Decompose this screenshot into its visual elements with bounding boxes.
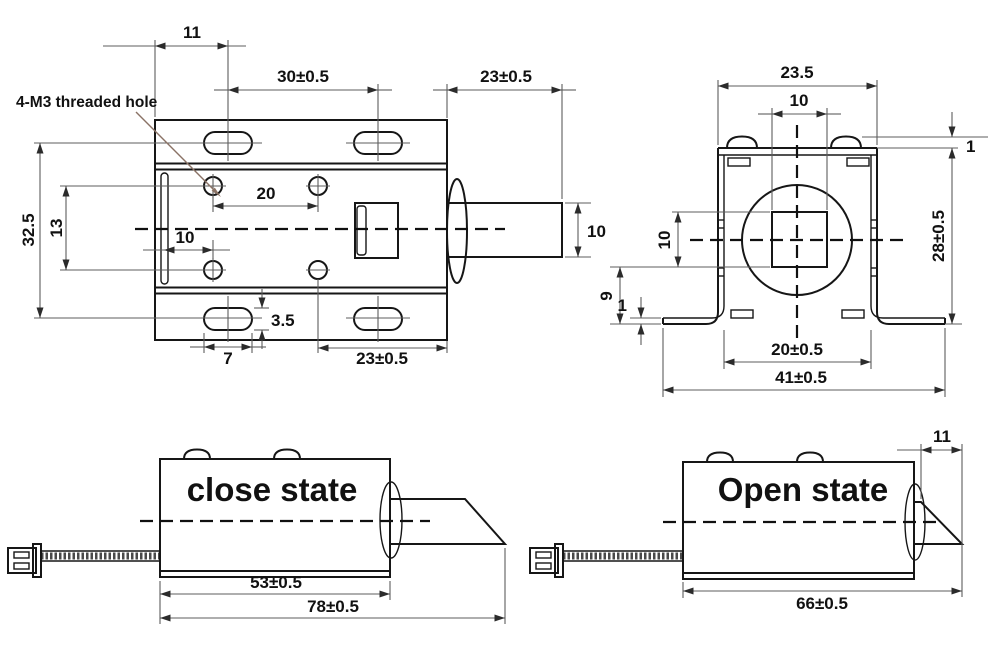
open-connector-pin-2 bbox=[535, 562, 552, 570]
plan-endcap-lens bbox=[446, 178, 468, 284]
threaded-hole-leader bbox=[135, 111, 215, 191]
end-dim-overall-width: 41±0.5 bbox=[775, 368, 827, 387]
end-dim-base-height: 9 bbox=[597, 291, 616, 300]
close-dim-overall-length: 78±0.5 bbox=[307, 597, 359, 616]
plan-latch-strip bbox=[356, 205, 367, 256]
plan-dim-plunger-height: 10 bbox=[587, 222, 606, 241]
close-dim-body-length: 53±0.5 bbox=[250, 573, 302, 592]
close-screw-right bbox=[273, 448, 301, 460]
close-plunger-extended bbox=[390, 498, 508, 545]
end-view-outline bbox=[662, 125, 946, 345]
plan-dim-slot-spacing: 30±0.5 bbox=[277, 67, 329, 86]
plan-dim-hole-spacing-h: 20 bbox=[257, 184, 276, 203]
plan-dim-hole-to-edge: 23±0.5 bbox=[356, 349, 408, 368]
open-view-outline bbox=[529, 451, 965, 580]
close-state-title: close state bbox=[187, 471, 358, 508]
open-connector-pin-1 bbox=[535, 551, 552, 559]
open-body bbox=[682, 461, 915, 580]
end-dim-plunger-width: 10 bbox=[790, 91, 809, 110]
end-tab-bottom-left bbox=[730, 309, 754, 319]
plan-dim-hole-offset-h: 10 bbox=[176, 228, 195, 247]
plan-view: 4-M3 threaded hole 11 30±0.5 23±0.5 20 1… bbox=[16, 23, 606, 368]
threaded-hole-leader-arrow bbox=[211, 187, 221, 197]
end-view-dimensions bbox=[610, 80, 988, 397]
open-dim-tip-protrusion: 11 bbox=[933, 427, 951, 446]
open-state-title: Open state bbox=[718, 471, 889, 508]
open-connector-flange bbox=[554, 543, 564, 578]
close-view-labels: close state 53±0.5 78±0.5 bbox=[187, 471, 359, 616]
end-wall-right-outer bbox=[876, 148, 945, 325]
end-tab-bottom-right bbox=[841, 309, 865, 319]
plan-view-outline bbox=[135, 119, 563, 341]
end-dim-plunger-sq-height: 10 bbox=[655, 231, 674, 250]
open-dim-overall-length: 66±0.5 bbox=[796, 594, 848, 613]
plan-view-dimensions bbox=[34, 40, 591, 353]
open-connector bbox=[529, 547, 559, 574]
plan-dim-slot-width: 3.5 bbox=[271, 311, 295, 330]
end-dim-foot-thickness: 1 bbox=[618, 296, 627, 315]
open-screw-right bbox=[796, 451, 824, 463]
close-view-outline bbox=[7, 448, 508, 578]
end-screw-head-left bbox=[726, 135, 758, 149]
close-connector-flange bbox=[32, 543, 42, 578]
end-dim-screw-height: 1 bbox=[966, 137, 975, 156]
close-state-view: close state 53±0.5 78±0.5 bbox=[7, 448, 508, 624]
close-connector-pin-1 bbox=[13, 551, 30, 559]
close-connector-pin-2 bbox=[13, 562, 30, 570]
end-view-labels: 23.5 10 1 28±0.5 10 9 1 20±0.5 41±0.5 bbox=[597, 63, 975, 387]
end-screw-head-right bbox=[830, 135, 862, 149]
end-view: 23.5 10 1 28±0.5 10 9 1 20±0.5 41±0.5 bbox=[597, 63, 988, 397]
plan-dim-body-height: 32.5 bbox=[19, 213, 38, 246]
threaded-hole-label: 4-M3 threaded hole bbox=[16, 94, 158, 111]
close-connector bbox=[7, 547, 37, 574]
plan-dim-plunger-length: 23±0.5 bbox=[480, 67, 532, 86]
end-tab-top-left bbox=[727, 157, 751, 167]
end-wall-right-inner bbox=[870, 155, 945, 319]
plan-latch-block bbox=[354, 202, 399, 259]
end-wall-left-inner bbox=[663, 155, 725, 319]
end-dim-body-height: 28±0.5 bbox=[929, 210, 948, 262]
plan-dim-top-offset: 11 bbox=[183, 23, 201, 42]
end-wall-left-outer bbox=[663, 148, 719, 325]
plan-plunger bbox=[447, 202, 563, 258]
open-state-view: Open state 11 66±0.5 bbox=[529, 427, 965, 613]
open-view-dimensions bbox=[682, 444, 963, 598]
end-dim-inner-width: 20±0.5 bbox=[771, 340, 823, 359]
close-view-dimensions bbox=[159, 548, 506, 624]
open-plunger-tip bbox=[914, 501, 965, 545]
plan-view-labels: 4-M3 threaded hole 11 30±0.5 23±0.5 20 1… bbox=[16, 23, 606, 368]
open-screw-left bbox=[706, 451, 734, 463]
close-screw-left bbox=[183, 448, 211, 460]
open-view-labels: Open state 11 66±0.5 bbox=[718, 427, 951, 613]
plan-dim-hole-spacing-v: 13 bbox=[47, 219, 66, 238]
plan-dim-slot-length: 7 bbox=[223, 349, 232, 368]
end-dim-body-width: 23.5 bbox=[780, 63, 813, 82]
end-tab-top-right bbox=[846, 157, 870, 167]
